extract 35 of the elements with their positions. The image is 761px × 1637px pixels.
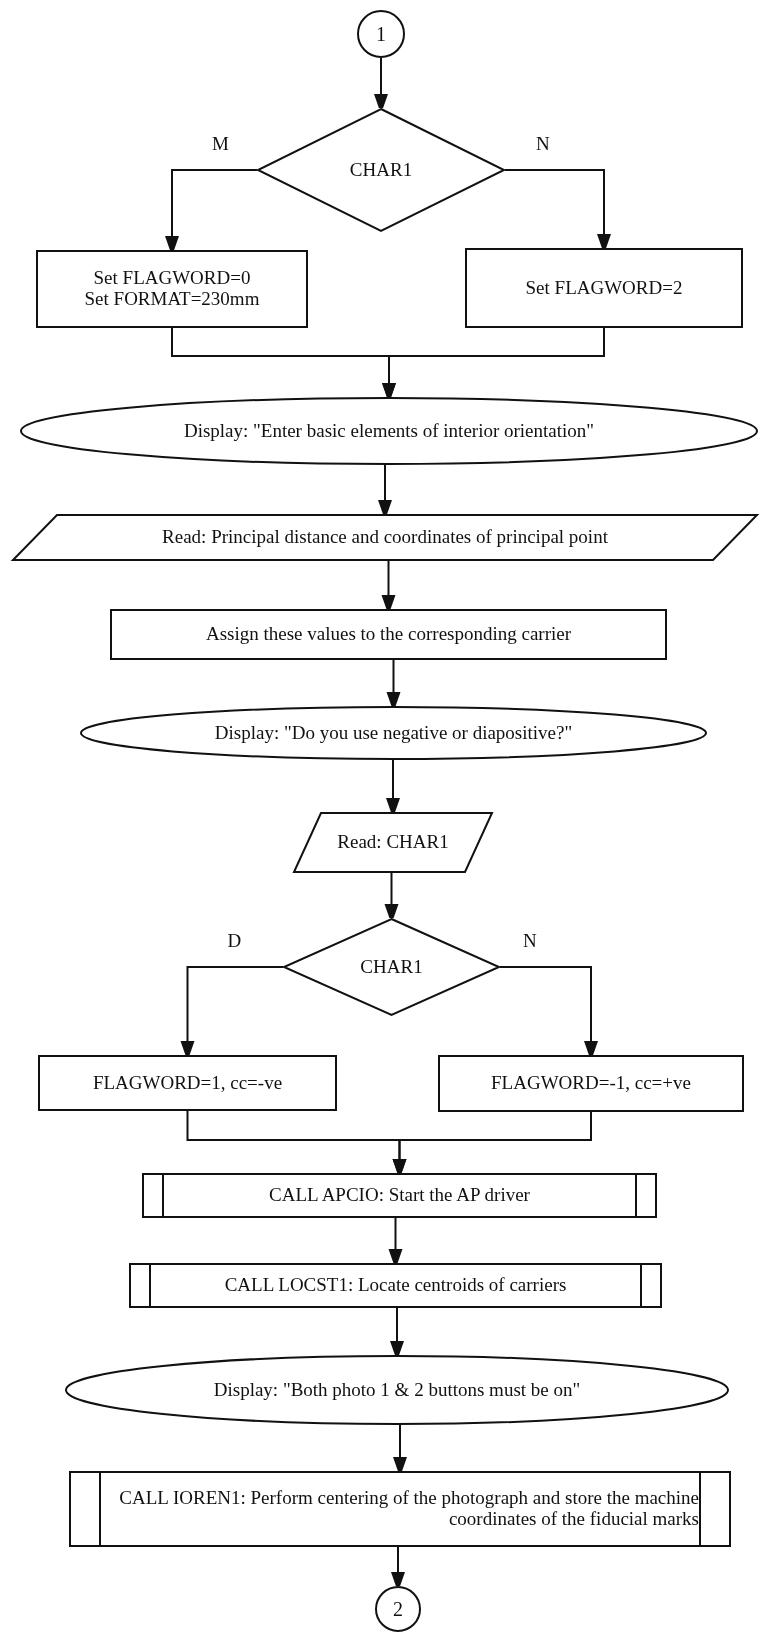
step-text: 2	[392, 1598, 404, 1620]
subroutine-box	[69, 1471, 731, 1547]
display-ellipse	[80, 706, 707, 760]
step-text: CHAR1	[348, 159, 414, 181]
process-box	[438, 1055, 744, 1112]
step-text: Display: "Do you use negative or diapositive?"	[213, 722, 574, 744]
process-box	[110, 609, 667, 660]
step-text: Set FORMAT=230mm	[83, 289, 261, 310]
display-ellipse	[65, 1355, 729, 1425]
subroutine-box	[129, 1263, 662, 1308]
step-text: Set FLAGWORD=0	[92, 268, 252, 289]
process-box	[38, 1055, 337, 1111]
step-text: Read: CHAR1	[336, 832, 450, 853]
step-text: 1	[375, 23, 387, 45]
step-text: FLAGWORD=1, cc=-ve	[91, 1072, 284, 1094]
connector-circle	[357, 10, 405, 58]
process-box	[465, 248, 743, 328]
step-text: Display: "Both photo 1 & 2 buttons must be on"	[212, 1379, 582, 1401]
step-text: CALL LOCST1: Locate centroids of carriers	[223, 1275, 568, 1296]
connector-circle	[375, 1586, 421, 1632]
process-box	[36, 250, 308, 328]
decision-diamond	[257, 108, 505, 232]
input-parallelogram	[12, 514, 758, 561]
input-parallelogram	[293, 812, 493, 873]
step-text: CALL IOREN1: Perform centering of the photograph and store the machine coordinates of the fiducial marks	[118, 1488, 700, 1530]
display-ellipse	[20, 397, 758, 465]
step-text: Assign these values to the corresponding carrier	[204, 624, 573, 645]
step-text: FLAGWORD=-1, cc=+ve	[490, 1073, 692, 1094]
decision-diamond	[283, 918, 500, 1016]
step-text: CHAR1	[359, 956, 424, 978]
step-text: CALL APCIO: Start the AP driver	[268, 1185, 531, 1206]
step-text: Display: "Enter basic elements of interior orientation"	[182, 420, 596, 442]
step-text: Read: Principal distance and coordinates of principal point	[161, 527, 609, 548]
step-text: Set FLAGWORD=2	[524, 277, 684, 299]
subroutine-box	[142, 1173, 657, 1218]
